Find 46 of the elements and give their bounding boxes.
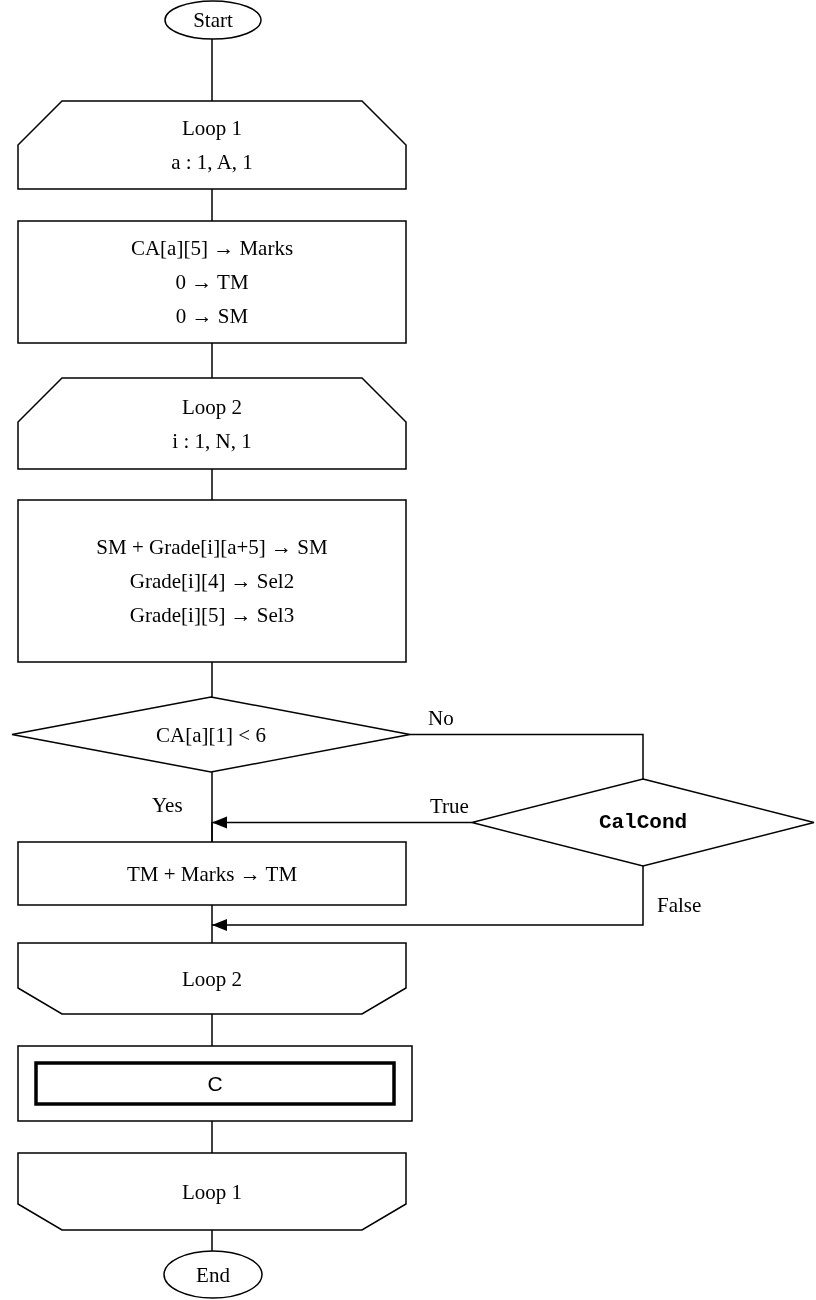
node-text: C xyxy=(207,1070,223,1097)
decision-diamond xyxy=(12,697,410,772)
node-text: CA[a][1] < 6 xyxy=(156,721,266,749)
edge-label: True xyxy=(430,793,469,818)
connector-line xyxy=(409,733,644,780)
node-text: Loop 1 xyxy=(181,115,243,142)
connector-line xyxy=(211,342,213,379)
node-text: Loop 2 xyxy=(181,965,243,993)
node-text: 0 → TM xyxy=(175,269,249,296)
node-text: 0 → SM xyxy=(175,303,249,330)
node-text: CA[a][5] → Marks xyxy=(130,235,294,262)
edge-label: False xyxy=(657,892,702,917)
node-text: TM + Marks → TM xyxy=(126,860,298,888)
arrow xyxy=(211,816,473,843)
connector-line xyxy=(211,904,213,944)
node-text: Loop 1 xyxy=(181,1178,243,1206)
node-text: Grade[i][5] → Sel3 xyxy=(129,602,295,629)
arrow xyxy=(211,865,644,931)
connector-line xyxy=(211,468,213,501)
loop-limit-end xyxy=(18,943,406,1014)
node-text: Start xyxy=(193,7,233,34)
edge-label: No xyxy=(428,705,454,730)
connector-line xyxy=(211,1013,213,1047)
edge-label: Yes xyxy=(152,793,183,817)
process-box xyxy=(18,221,406,343)
node-text: End xyxy=(196,1261,230,1289)
node-text: SM + Grade[i][a+5] → SM xyxy=(96,534,328,561)
connector-line xyxy=(211,38,213,102)
node-text: Grade[i][4] → Sel2 xyxy=(129,568,295,595)
predefined-process-box xyxy=(18,1046,412,1121)
connector-line xyxy=(211,188,213,222)
connector-line xyxy=(211,661,213,698)
node-text: a : 1, A, 1 xyxy=(171,149,253,176)
process-box xyxy=(18,842,406,905)
process-box xyxy=(18,500,406,662)
loop-limit-start xyxy=(18,378,406,469)
loop-limit-start xyxy=(18,101,406,189)
connector-line xyxy=(211,1120,213,1154)
decision-diamond xyxy=(472,779,814,866)
terminal-oval xyxy=(164,1251,262,1298)
node-text: i : 1, N, 1 xyxy=(172,427,252,455)
loop-limit-end xyxy=(18,1153,406,1230)
node-text: Loop 2 xyxy=(181,393,243,421)
node-text: CalCond xyxy=(598,809,688,836)
terminal-oval xyxy=(165,1,261,39)
connector-line xyxy=(211,1229,213,1252)
